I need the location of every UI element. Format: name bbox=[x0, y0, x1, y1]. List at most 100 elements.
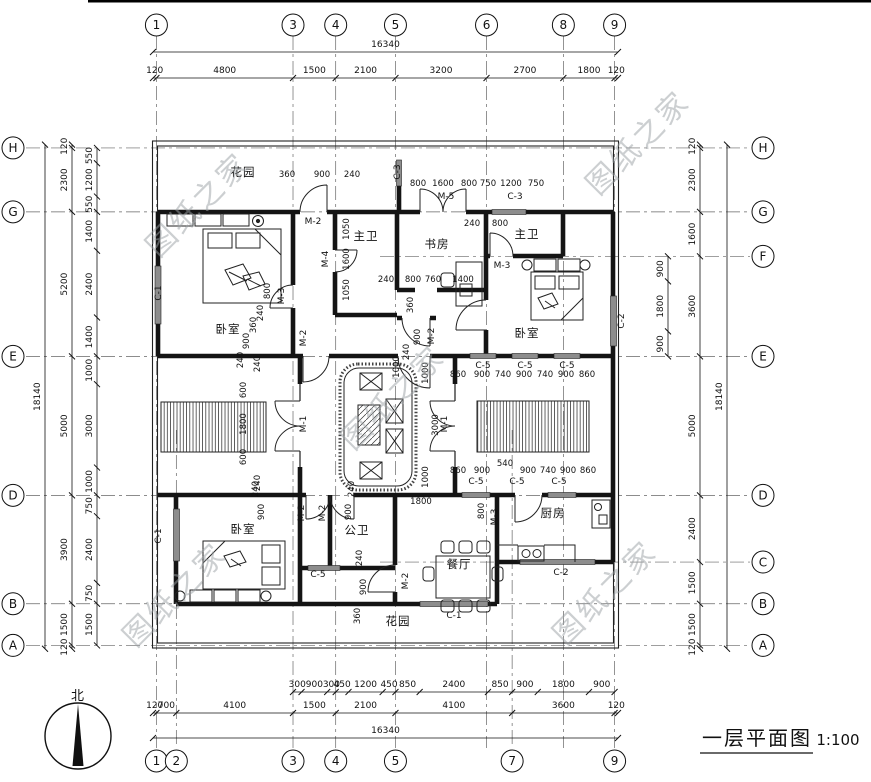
dim-text: 1500 bbox=[60, 613, 70, 636]
opening-tag: M-2 bbox=[299, 330, 309, 347]
interior-dim-text: 1600 bbox=[342, 248, 352, 270]
top-border-artifact bbox=[88, 0, 871, 3]
dim-text: 300 bbox=[323, 680, 340, 690]
dim-text: 2300 bbox=[60, 168, 70, 191]
axis-bubble-label: D bbox=[8, 489, 17, 503]
dim-tick bbox=[723, 141, 731, 148]
window-c5-bath bbox=[307, 565, 341, 571]
opening-tag: M-2 bbox=[318, 505, 328, 522]
dim-text: 1500 bbox=[688, 571, 698, 594]
room-label: 花园 bbox=[386, 614, 411, 628]
dim-tick bbox=[149, 709, 157, 717]
interior-dim-text: 900 bbox=[516, 370, 532, 380]
axis-bubble bbox=[751, 550, 775, 574]
opening-tag: C-3 bbox=[393, 164, 403, 179]
axis-bubble bbox=[383, 13, 407, 37]
interior-dim-text: 800 bbox=[405, 275, 421, 285]
axis-bubble-label: 8 bbox=[560, 18, 568, 32]
opening-tag: M-2 bbox=[427, 328, 437, 345]
interior-dim-text: 860 bbox=[450, 370, 466, 380]
interior-dim-text: 360 bbox=[279, 170, 295, 180]
interior-dim-text: 240 bbox=[253, 356, 263, 372]
room-label: 厨房 bbox=[541, 506, 566, 520]
dim-tick bbox=[484, 688, 492, 696]
axis-bubble-label: 5 bbox=[392, 18, 400, 32]
window-c5-d2 bbox=[547, 492, 577, 498]
dim-tick bbox=[68, 141, 76, 148]
dim-tick bbox=[289, 709, 297, 717]
interior-dim-text: 750 bbox=[480, 179, 496, 189]
opening-tag: M-2 bbox=[305, 217, 322, 227]
dining-table bbox=[422, 540, 504, 613]
axis-bubble bbox=[751, 483, 775, 507]
dim-tick bbox=[149, 74, 157, 82]
portal-sidelights bbox=[299, 384, 456, 467]
bed-top-right bbox=[521, 258, 591, 321]
dim-tick bbox=[93, 247, 101, 255]
interior-dim-text: 900 bbox=[344, 504, 354, 520]
south-wing-walls bbox=[173, 495, 613, 607]
opening-tag: C-5 bbox=[551, 477, 566, 487]
axis-bubble bbox=[751, 344, 775, 368]
dim-text: 18140 bbox=[33, 382, 43, 411]
axis-bubble-label: D bbox=[758, 489, 767, 503]
dim-text: 3000 bbox=[85, 414, 95, 437]
axis-bubble bbox=[475, 13, 499, 37]
axis-bubble-label: B bbox=[759, 597, 767, 611]
axis-bubble-label: 4 bbox=[332, 18, 340, 32]
interior-dim-text: 240 bbox=[253, 475, 263, 491]
opening-tag: M-4 bbox=[321, 250, 331, 267]
dim-text: 2400 bbox=[688, 517, 698, 540]
interior-dim-text: 860 bbox=[450, 466, 466, 476]
watermark-text: 图纸之家 bbox=[546, 534, 664, 652]
window-c5-e1 bbox=[469, 353, 497, 359]
dim-tick bbox=[149, 734, 157, 742]
dim-text: 1000 bbox=[85, 359, 95, 382]
axis-bubble bbox=[164, 749, 188, 773]
interior-dim-text: 600 bbox=[239, 449, 249, 465]
dim-text: 4800 bbox=[213, 66, 236, 76]
axis-bubble-label: 4 bbox=[332, 754, 340, 768]
interior-dim-text: 240 bbox=[251, 481, 261, 497]
dim-tick bbox=[93, 380, 101, 388]
axis-bubble bbox=[551, 13, 575, 37]
dim-text: 900 bbox=[656, 335, 666, 352]
axis-bubble bbox=[603, 749, 627, 773]
axis-bubble-label: H bbox=[8, 141, 17, 155]
dim-text: 750 bbox=[85, 497, 95, 514]
dim-text: 750 bbox=[85, 584, 95, 601]
dim-tick bbox=[41, 645, 49, 653]
dim-tick bbox=[585, 688, 593, 696]
axis-bubble bbox=[751, 136, 775, 160]
dim-text: 5000 bbox=[60, 414, 70, 437]
opening-tag: C-2 bbox=[553, 568, 568, 578]
dim-text: 1800 bbox=[578, 66, 601, 76]
interior-dim-text: 900 bbox=[560, 466, 576, 476]
axis-bubble bbox=[751, 244, 775, 268]
site-wall-outer bbox=[151, 140, 620, 649]
axis-bubble-label: 3 bbox=[289, 18, 297, 32]
interior-dim-text: 240 bbox=[344, 170, 360, 180]
dim-tick bbox=[153, 709, 160, 717]
interior-dim-text: 1050 bbox=[342, 279, 352, 301]
opening-tag: C-5 bbox=[310, 570, 325, 580]
interior-dim-text: 240 bbox=[378, 275, 394, 285]
dim-tick bbox=[93, 353, 101, 360]
north-wing-walls bbox=[155, 186, 616, 562]
interior-dim-text: 800 bbox=[410, 179, 426, 189]
interior-dim-text: 900 bbox=[474, 466, 490, 476]
dim-text: 1000 bbox=[85, 470, 95, 493]
axis-bubble bbox=[1, 483, 25, 507]
dim-text: 3600 bbox=[552, 701, 575, 711]
interior-dim-text: 900 bbox=[242, 333, 252, 349]
dim-tick bbox=[345, 688, 352, 696]
dim-text: 1500 bbox=[303, 701, 326, 711]
interior-dim-text: 860 bbox=[580, 466, 596, 476]
opening-tag: C-5 bbox=[468, 477, 483, 487]
axis-bubble bbox=[324, 13, 348, 37]
interior-dim-text: 240 bbox=[347, 481, 357, 497]
dim-tick bbox=[696, 558, 704, 566]
bed-bottom-left bbox=[174, 540, 286, 603]
interior-dim-text: 1000 bbox=[392, 356, 402, 378]
dim-text: 450 bbox=[334, 680, 351, 690]
